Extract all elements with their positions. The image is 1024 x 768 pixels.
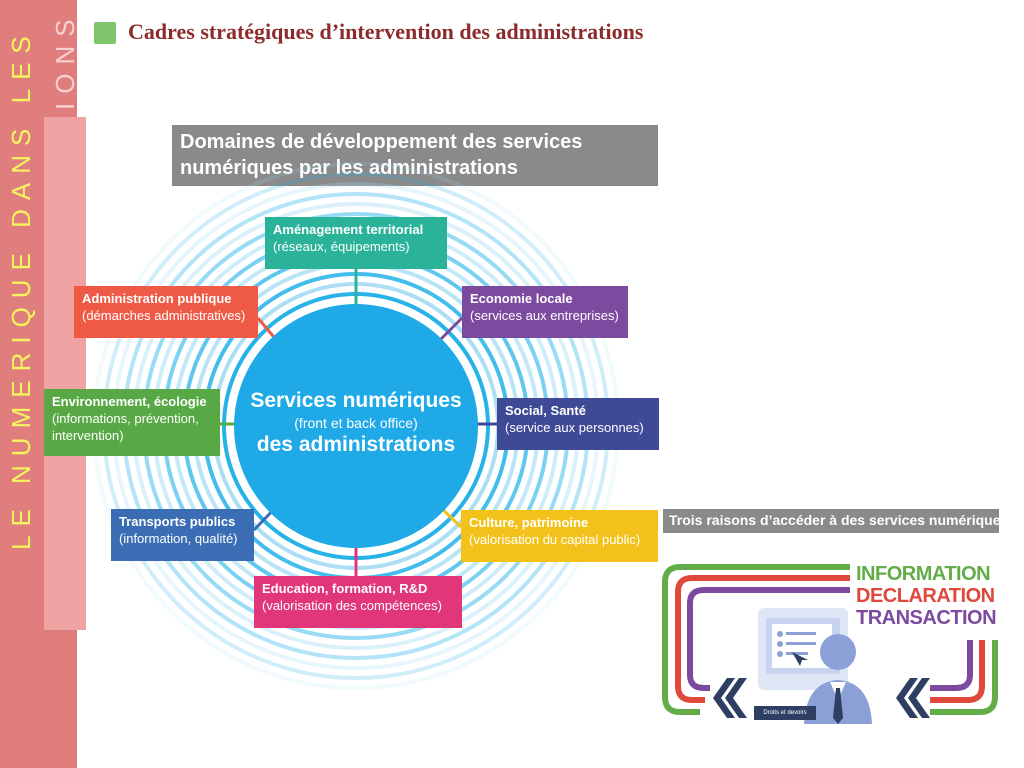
domain-transports: Transports publics (information, qualité… [111,509,254,561]
reason-word: TRANSACTION [856,607,997,629]
domain-title: Social, Santé [505,403,586,418]
domain-subtitle: (valorisation du capital public) [469,532,641,547]
domain-economie: Economie locale (services aux entreprise… [462,286,628,338]
title-bullet-icon [94,22,116,44]
frame-purple-right [930,640,973,691]
domain-title: Administration publique [82,291,232,306]
frame-purple [687,587,850,691]
slide-title: Cadres stratégiques d’intervention des a… [128,19,644,44]
center-line-2: (front et back office) [294,415,418,431]
domain-social: Social, Santé (service aux personnes) [497,398,659,450]
center-line-3: des administrations [256,433,456,456]
rights-badge: Droits et devoirs [754,706,816,720]
center-line-1: Services numériques [250,389,462,412]
domain-subtitle: (démarches administratives) [82,308,246,323]
chevron-left-icon [713,678,747,718]
domain-title: Environnement, écologie [52,394,207,409]
domain-environnement: Environnement, écologie (informations, p… [44,389,220,456]
domain-subtitle: (réseaux, équipements) [273,239,410,254]
diagram-header: Domaines de développement des services n… [172,125,658,186]
reasons-header: Trois raisons d’accéder à des services n… [663,509,1008,533]
domain-subtitle: (services aux entreprises) [470,308,619,323]
connector-line [436,316,464,344]
sidebar-band-inner [44,117,86,630]
chevron-left-icon [896,678,930,718]
frame-red [675,575,850,703]
user-icon [804,634,872,724]
domain-title: Economie locale [470,291,573,306]
frame-red-right [930,640,985,703]
reason-word: DECLARATION [856,585,995,607]
domain-subtitle: (valorisation des compétences) [262,598,442,613]
domain-culture: Culture, patrimoine (valorisation du cap… [461,510,658,562]
domain-subtitle: (information, qualité) [119,531,238,546]
domain-administration: Administration publique (démarches admin… [74,286,258,338]
frame-green-right [930,640,998,715]
domain-subtitle: (service aux personnes) [505,420,644,435]
domain-title: Aménagement territorial [273,222,424,237]
domain-education: Education, formation, R&D (valorisation … [254,576,462,628]
reason-word: INFORMATION [856,563,991,585]
screen-icon [758,608,848,690]
center-label: Services numériques (front et back offic… [238,388,474,458]
domain-title: Transports publics [119,514,236,529]
frame-green [662,564,850,715]
domain-title: Culture, patrimoine [469,515,589,530]
domain-subtitle: (informations, prévention, intervention) [52,411,199,443]
center-circle [234,304,478,548]
domain-title: Education, formation, R&D [262,581,428,596]
domain-amenagement: Aménagement territorial (réseaux, équipe… [265,217,447,269]
